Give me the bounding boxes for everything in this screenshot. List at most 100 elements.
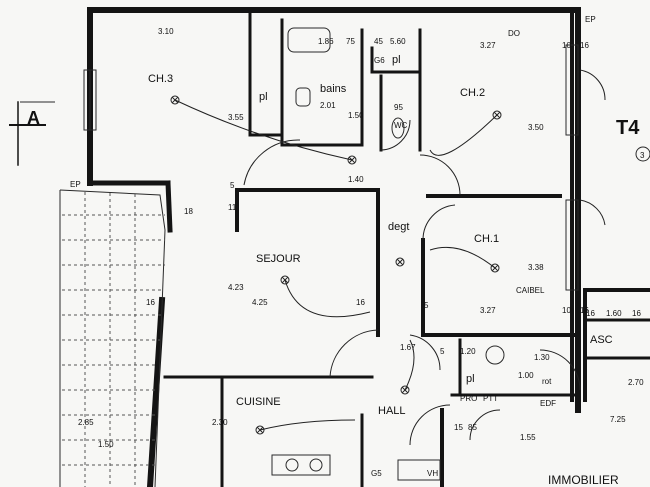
dim-3-10: 3.10 <box>158 27 174 36</box>
room-rot: rot <box>542 377 552 386</box>
room-wc: WC <box>394 121 408 130</box>
room-g5: G5 <box>371 469 382 478</box>
dim-10-a: 10 <box>562 41 571 50</box>
dim-18: 18 <box>184 207 193 216</box>
lamp-corridor <box>347 155 357 165</box>
dim-7-25: 7.25 <box>610 415 626 424</box>
room-hall: HALL <box>378 405 406 417</box>
lamp-hall <box>400 385 410 395</box>
section-label: A <box>27 108 40 128</box>
dim-16-f: 16 <box>356 298 365 307</box>
hob <box>397 459 441 481</box>
sink-bowl-left <box>285 458 299 472</box>
dim-3-27-a: 3.27 <box>480 41 496 50</box>
room-degt: degt <box>388 221 409 233</box>
room-ch1: CH.1 <box>474 233 499 245</box>
dim-10-b: 10 <box>562 306 571 315</box>
lamp-ch1 <box>490 263 500 273</box>
label-pro: PRO <box>460 394 477 403</box>
sink-bowl-right <box>309 458 323 472</box>
dim-16-c: 16 <box>632 309 641 318</box>
dim-2-30: 2.30 <box>212 418 228 427</box>
lamp-cuisine <box>255 425 265 435</box>
room-ch3: CH.3 <box>148 73 173 85</box>
room-pl-1: pl <box>259 91 268 103</box>
dim-1-00: 1.00 <box>518 371 534 380</box>
section-marker: A <box>9 101 55 166</box>
label-ep-2: EP <box>70 180 81 189</box>
dim-1-60: 1.60 <box>606 309 622 318</box>
dim-85: 85 <box>468 423 477 432</box>
dim-16-e: 16 <box>580 306 589 315</box>
room-pl-2: pl <box>392 54 401 66</box>
dim-5-60: 5.60 <box>390 37 406 46</box>
room-vh: VH <box>427 469 438 478</box>
dim-3-27-b: 3.27 <box>480 306 496 315</box>
dim-5-a: 5 <box>230 181 235 190</box>
dim-95: 95 <box>394 103 403 112</box>
dim-3-50: 3.50 <box>528 123 544 132</box>
lamp-ch3 <box>170 95 180 105</box>
room-asc: ASC <box>590 334 613 346</box>
dim-1-50: 1.50 <box>348 111 364 120</box>
misc-labels: EP EP DO G6 CAIBEL PRO PTT EDF T4 3 IMMO… <box>70 15 650 487</box>
lamp-degt <box>395 257 405 267</box>
water-heater <box>485 345 505 365</box>
door-swings <box>243 69 606 446</box>
dim-2-85: 2.85 <box>78 418 94 427</box>
window-markers <box>83 44 579 291</box>
room-ch2: CH.2 <box>460 87 485 99</box>
label-do: DO <box>508 29 520 38</box>
dim-16-a: 16 <box>580 41 589 50</box>
label-g6: G6 <box>374 56 385 65</box>
label-type: T4 <box>616 117 640 139</box>
label-edf: EDF <box>540 399 556 408</box>
room-sejour: SEJOUR <box>256 253 301 265</box>
dim-3-55: 3.55 <box>228 113 244 122</box>
dim-1-55: 1.55 <box>520 433 536 442</box>
dim-11: 11 <box>228 203 237 212</box>
dim-2-01: 2.01 <box>320 101 336 110</box>
dim-16-d: 16 <box>146 298 155 307</box>
label-ptt: PTT <box>483 394 498 403</box>
dim-1-50-b: 1.50 <box>98 440 114 449</box>
label-circle-3: 3 <box>640 151 645 160</box>
toilet <box>391 117 405 139</box>
kitchen-sink <box>271 454 331 476</box>
dim-1-30: 1.30 <box>534 353 550 362</box>
washbasin <box>295 87 311 107</box>
circle-marker <box>635 146 650 162</box>
label-ep-1: EP <box>585 15 596 24</box>
room-pl-3: pl <box>466 373 475 385</box>
dim-1-86: 1.86 <box>318 37 334 46</box>
watermark: IMMOBILIER <box>548 473 619 487</box>
dim-4-25: 4.25 <box>252 298 268 307</box>
lamp-ch2 <box>492 110 502 120</box>
label-caibel: CAIBEL <box>516 286 545 295</box>
room-bains: bains <box>320 83 347 95</box>
electrical-wiring <box>174 99 498 431</box>
dim-45: 45 <box>374 37 383 46</box>
ceiling-lamps <box>170 95 502 435</box>
dim-5-b: 5 <box>440 347 445 356</box>
dim-1-20: 1.20 <box>460 347 476 356</box>
dim-16-b: 16 <box>586 309 595 318</box>
dim-1-67: 1.67 <box>400 343 416 352</box>
dim-4-23: 4.23 <box>228 283 244 292</box>
balcony-grid <box>59 189 166 487</box>
bathtub <box>287 27 331 53</box>
dim-1-40: 1.40 <box>348 175 364 184</box>
dim-75: 75 <box>346 37 355 46</box>
dim-2-70: 2.70 <box>628 378 644 387</box>
fixtures <box>271 27 505 481</box>
lamp-sejour <box>280 275 290 285</box>
inner-walls <box>163 8 650 487</box>
room-labels: CH.3 pl bains pl WC CH.2 SEJOUR degt CH.… <box>148 54 613 478</box>
dimension-labels: 3.10 1.86 75 45 5.60 3.27 10 16 3.55 2.0… <box>78 27 644 449</box>
dim-15: 15 <box>454 423 463 432</box>
dim-3-38: 3.38 <box>528 263 544 272</box>
room-cuisine: CUISINE <box>236 396 281 408</box>
dim-5-c: 5 <box>424 301 429 310</box>
